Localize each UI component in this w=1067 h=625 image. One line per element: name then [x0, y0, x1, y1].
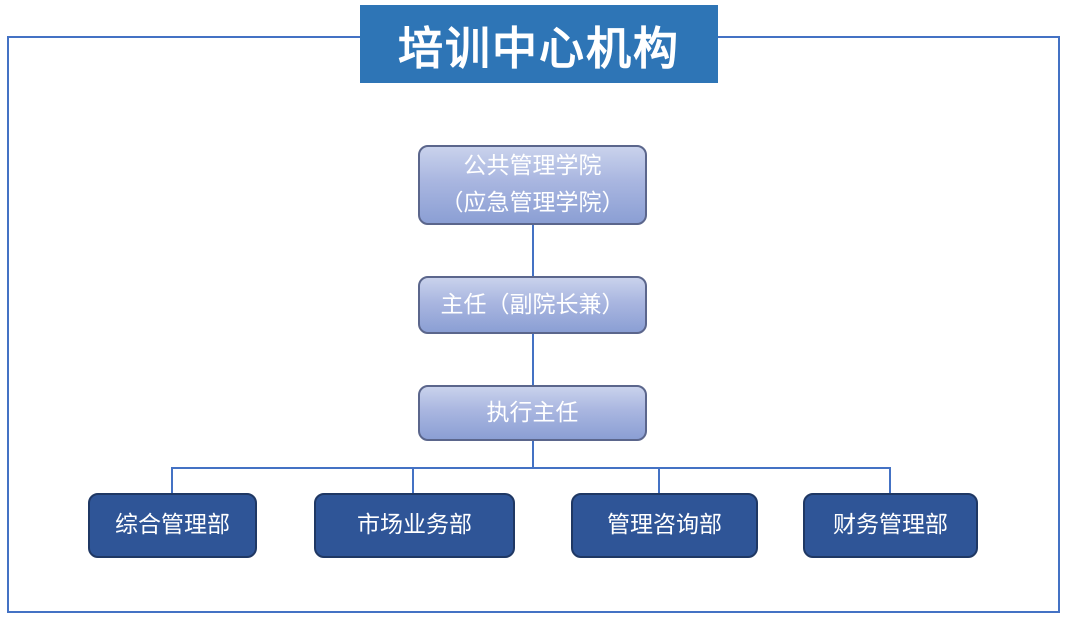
node-dept-management-consulting: 管理咨询部 — [571, 493, 758, 558]
node-dept-market-business: 市场业务部 — [314, 493, 515, 558]
connector-root-to-director — [532, 225, 534, 276]
node-college-line1: 公共管理学院 — [463, 153, 602, 179]
node-college-line2: （应急管理学院） — [440, 190, 625, 215]
connector-drop-dept-4 — [889, 468, 891, 493]
chart-title: 培训中心机构 — [360, 5, 718, 83]
node-executive-director: 执行主任 — [418, 385, 647, 441]
connector-exec-to-bus — [532, 441, 534, 468]
node-director: 主任（副院长兼） — [418, 276, 647, 334]
connector-bus-line — [171, 467, 891, 469]
connector-director-to-exec — [532, 334, 534, 385]
connector-drop-dept-2 — [412, 468, 414, 493]
node-dept-financial-management: 财务管理部 — [803, 493, 978, 558]
node-dept-general-management: 综合管理部 — [88, 493, 257, 558]
connector-drop-dept-3 — [658, 468, 660, 493]
node-college: 公共管理学院 （应急管理学院） — [418, 145, 647, 225]
connector-drop-dept-1 — [171, 468, 173, 493]
